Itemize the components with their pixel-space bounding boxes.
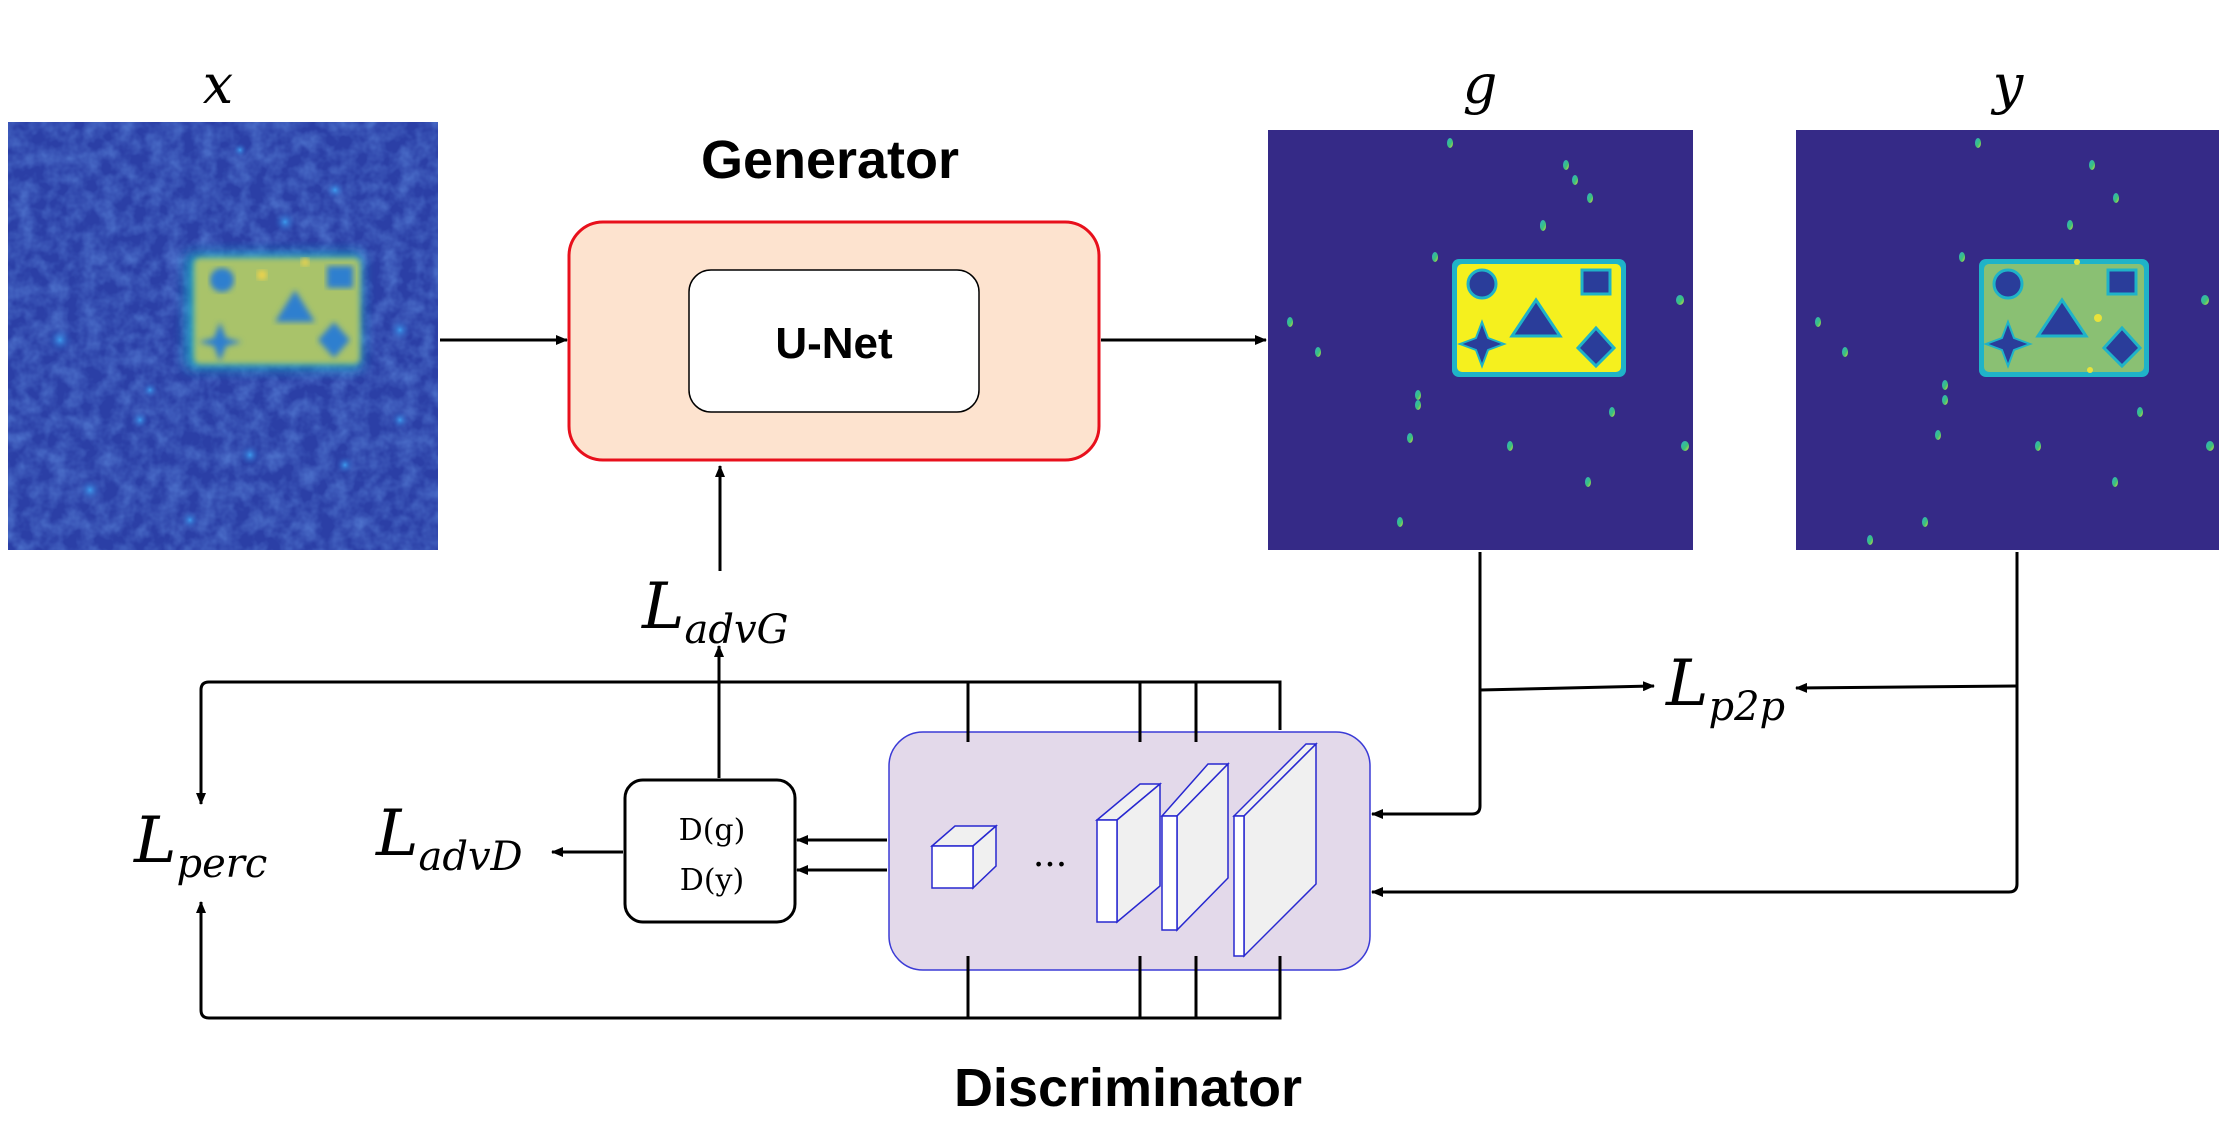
target-board [1979,259,2149,377]
input-image-x [8,122,438,550]
arrow-g-to-disc [1371,552,1482,819]
generator-title: Generator [701,130,959,190]
connectors [196,335,2019,1020]
d-of-y-label: D(y) [680,863,744,898]
discriminator-layers [929,742,1318,958]
layers-ellipsis: ... [1033,834,1067,875]
unet-label: U-Net [775,319,893,368]
discriminator-output-box [623,778,797,924]
loss-adv-d: LadvD [375,797,523,880]
label-y: y [1991,53,2025,116]
label-g: g [1463,53,1498,116]
loss-perc: Lperc [133,804,267,887]
input-board [186,253,362,369]
unet-block [688,269,980,413]
generated-markers [1287,138,1689,527]
layer-slab-1 [1094,782,1163,924]
generated-image-g [1268,130,1693,550]
generator-border [567,220,1101,462]
perc-bottom-bus [196,901,1282,1020]
discriminator-title: Discriminator [954,1058,1302,1118]
layer-slab-2 [1160,762,1230,932]
discriminator-border [888,731,1371,971]
arrow-y-to-disc [1371,552,2019,897]
target-markers [1815,138,2214,545]
target-image-y [1796,130,2219,550]
layer-cube-small [929,824,999,890]
layer-slab-3 [1232,742,1318,958]
loss-p2p: Lp2p [1665,647,1785,730]
d-of-g-label: D(g) [679,813,746,848]
perc-top-bus [196,680,1282,805]
arrow-y-to-p2p [1795,682,2018,693]
generated-board [1452,259,1626,377]
label-x: x [203,53,233,116]
arrow-g-to-p2p [1479,681,1655,692]
loss-adv-g: LadvG [641,570,789,653]
noise-spots [46,142,412,530]
